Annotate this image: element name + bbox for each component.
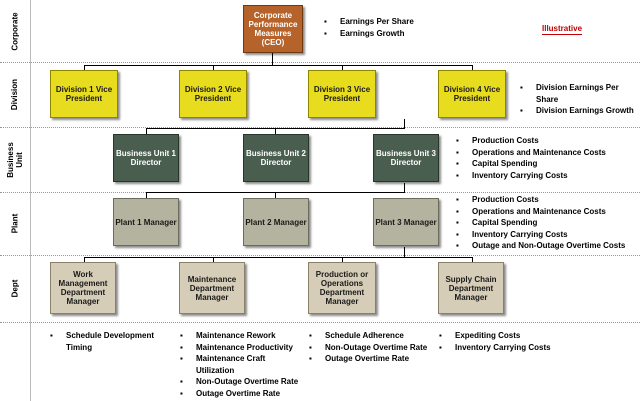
list-item: Capital Spending bbox=[456, 217, 625, 229]
dept-work-management-measures-list: Schedule Development Timing bbox=[50, 330, 170, 353]
division-2-box: Division 2 Vice President bbox=[179, 70, 247, 118]
ceo-box: Corporate Performance Measures (CEO) bbox=[243, 5, 303, 53]
connector-line bbox=[472, 257, 473, 262]
list-item: Division Earnings Per Share bbox=[520, 82, 640, 105]
division-4-box: Division 4 Vice President bbox=[438, 70, 506, 118]
ceo-label: Corporate Performance Measures (CEO) bbox=[248, 11, 298, 47]
list-item: Maintenance Productivity bbox=[180, 342, 308, 354]
dept-production-label: Production or Operations Department Mana… bbox=[315, 270, 369, 306]
plant-1-box: Plant 1 Manager bbox=[113, 198, 179, 246]
division-3-label: Division 3 Vice President bbox=[313, 85, 371, 103]
plant-1-label: Plant 1 Manager bbox=[115, 217, 177, 227]
list-item: Expediting Costs bbox=[439, 330, 579, 342]
connector-line bbox=[146, 192, 147, 198]
list-item: Outage Overtime Rate bbox=[309, 353, 439, 365]
connector-line bbox=[472, 65, 473, 70]
division-2-label: Division 2 Vice President bbox=[184, 85, 242, 103]
list-item: Division Earnings Growth bbox=[520, 105, 640, 117]
band-separator bbox=[0, 322, 640, 323]
corporate-measures-list: Earnings Per Share Earnings Growth bbox=[324, 16, 414, 39]
list-item: Production Costs bbox=[456, 135, 606, 147]
band-label-business-unit: Business Unit bbox=[6, 141, 25, 178]
division-measures-list: Division Earnings Per Share Division Ear… bbox=[520, 82, 640, 117]
connector-line bbox=[84, 65, 473, 66]
business-unit-measures-list: Production Costs Operations and Maintena… bbox=[456, 135, 606, 181]
division-4-label: Division 4 Vice President bbox=[443, 85, 501, 103]
list-item: Non-Outage Overtime Rate bbox=[180, 376, 308, 388]
business-unit-2-label: Business Unit 2 Director bbox=[245, 149, 306, 167]
connector-line bbox=[84, 257, 473, 258]
plant-3-label: Plant 3 Manager bbox=[375, 217, 437, 227]
business-unit-1-box: Business Unit 1 Director bbox=[113, 134, 179, 182]
dept-maintenance-box: Maintenance Department Manager bbox=[179, 262, 245, 314]
plant-3-box: Plant 3 Manager bbox=[373, 198, 439, 246]
list-item: Operations and Maintenance Costs bbox=[456, 147, 606, 159]
list-item: Schedule Adherence bbox=[309, 330, 439, 342]
dept-maintenance-label: Maintenance Department Manager bbox=[187, 274, 237, 302]
list-item: Maintenance Craft Utilization bbox=[180, 353, 286, 376]
dept-supply-chain-measures-list: Expediting Costs Inventory Carrying Cost… bbox=[439, 330, 579, 353]
connector-line bbox=[275, 192, 276, 198]
dept-work-management-label: Work Management Department Manager bbox=[58, 270, 108, 306]
list-item: Inventory Carrying Costs bbox=[456, 170, 606, 182]
list-item: Production Costs bbox=[456, 194, 625, 206]
plant-2-box: Plant 2 Manager bbox=[243, 198, 309, 246]
connector-line bbox=[272, 53, 273, 65]
list-item: Maintenance Rework bbox=[180, 330, 308, 342]
connector-line bbox=[84, 65, 85, 70]
band-separator bbox=[0, 127, 640, 128]
list-item: Schedule Development Timing bbox=[50, 330, 170, 353]
band-label-dept: Dept bbox=[10, 279, 20, 298]
list-item: Capital Spending bbox=[456, 158, 606, 170]
connector-line bbox=[213, 65, 214, 70]
dept-work-management-box: Work Management Department Manager bbox=[50, 262, 116, 314]
band-separator bbox=[0, 255, 640, 256]
band-label-division: Division bbox=[10, 78, 20, 111]
business-unit-2-box: Business Unit 2 Director bbox=[243, 134, 309, 182]
list-item: Earnings Growth bbox=[324, 28, 414, 40]
connector-line bbox=[84, 257, 85, 262]
list-item: Inventory Carrying Costs bbox=[456, 229, 625, 241]
division-1-box: Division 1 Vice President bbox=[50, 70, 118, 118]
list-item: Operations and Maintenance Costs bbox=[456, 206, 625, 218]
dept-production-box: Production or Operations Department Mana… bbox=[308, 262, 376, 314]
illustrative-badge: Illustrative bbox=[542, 24, 583, 35]
division-3-box: Division 3 Vice President bbox=[308, 70, 376, 118]
business-unit-3-box: Business Unit 3 Director bbox=[373, 134, 439, 182]
business-unit-1-label: Business Unit 1 Director bbox=[115, 149, 176, 167]
list-item: Inventory Carrying Costs bbox=[439, 342, 579, 354]
band-separator bbox=[0, 62, 640, 63]
connector-line bbox=[404, 247, 405, 257]
connector-line bbox=[275, 128, 276, 134]
plant-2-label: Plant 2 Manager bbox=[245, 217, 307, 227]
connector-line bbox=[213, 257, 214, 262]
connector-line bbox=[404, 119, 405, 128]
list-item: Outage Overtime Rate bbox=[180, 388, 308, 400]
band-label-plant: Plant bbox=[10, 213, 20, 234]
plant-measures-list: Production Costs Operations and Maintena… bbox=[456, 194, 625, 252]
list-item: Earnings Per Share bbox=[324, 16, 414, 28]
connector-line bbox=[146, 128, 147, 134]
dept-production-measures-list: Schedule Adherence Non-Outage Overtime R… bbox=[309, 330, 439, 365]
business-unit-3-label: Business Unit 3 Director bbox=[375, 149, 436, 167]
dept-supply-chain-label: Supply Chain Department Manager bbox=[445, 274, 497, 302]
connector-line bbox=[342, 65, 343, 70]
band-divider-vertical bbox=[30, 0, 31, 401]
division-1-label: Division 1 Vice President bbox=[55, 85, 113, 103]
band-label-corporate: Corporate bbox=[10, 11, 20, 51]
list-item: Non-Outage Overtime Rate bbox=[309, 342, 439, 354]
list-item: Outage and Non-Outage Overtime Costs bbox=[456, 240, 625, 252]
dept-supply-chain-box: Supply Chain Department Manager bbox=[438, 262, 504, 314]
dept-maintenance-measures-list: Maintenance Rework Maintenance Productiv… bbox=[180, 330, 308, 399]
connector-line bbox=[404, 183, 405, 192]
connector-line bbox=[342, 257, 343, 262]
